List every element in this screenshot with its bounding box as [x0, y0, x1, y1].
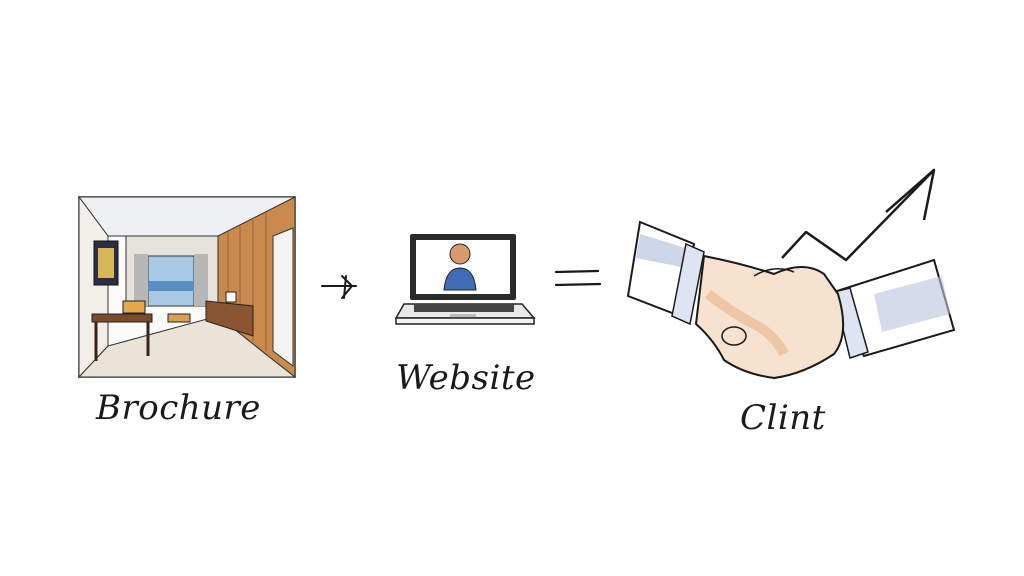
client-label: Clint [740, 398, 826, 438]
brochure-label: Brochure [96, 388, 261, 428]
plus-operator-icon [321, 275, 357, 299]
website-label: Website [396, 358, 536, 398]
laptop-with-person-icon [394, 234, 536, 325]
handshake-growth-illustration [626, 168, 956, 380]
brochure-room-illustration [77, 195, 297, 379]
equals-operator-icon [554, 269, 602, 287]
